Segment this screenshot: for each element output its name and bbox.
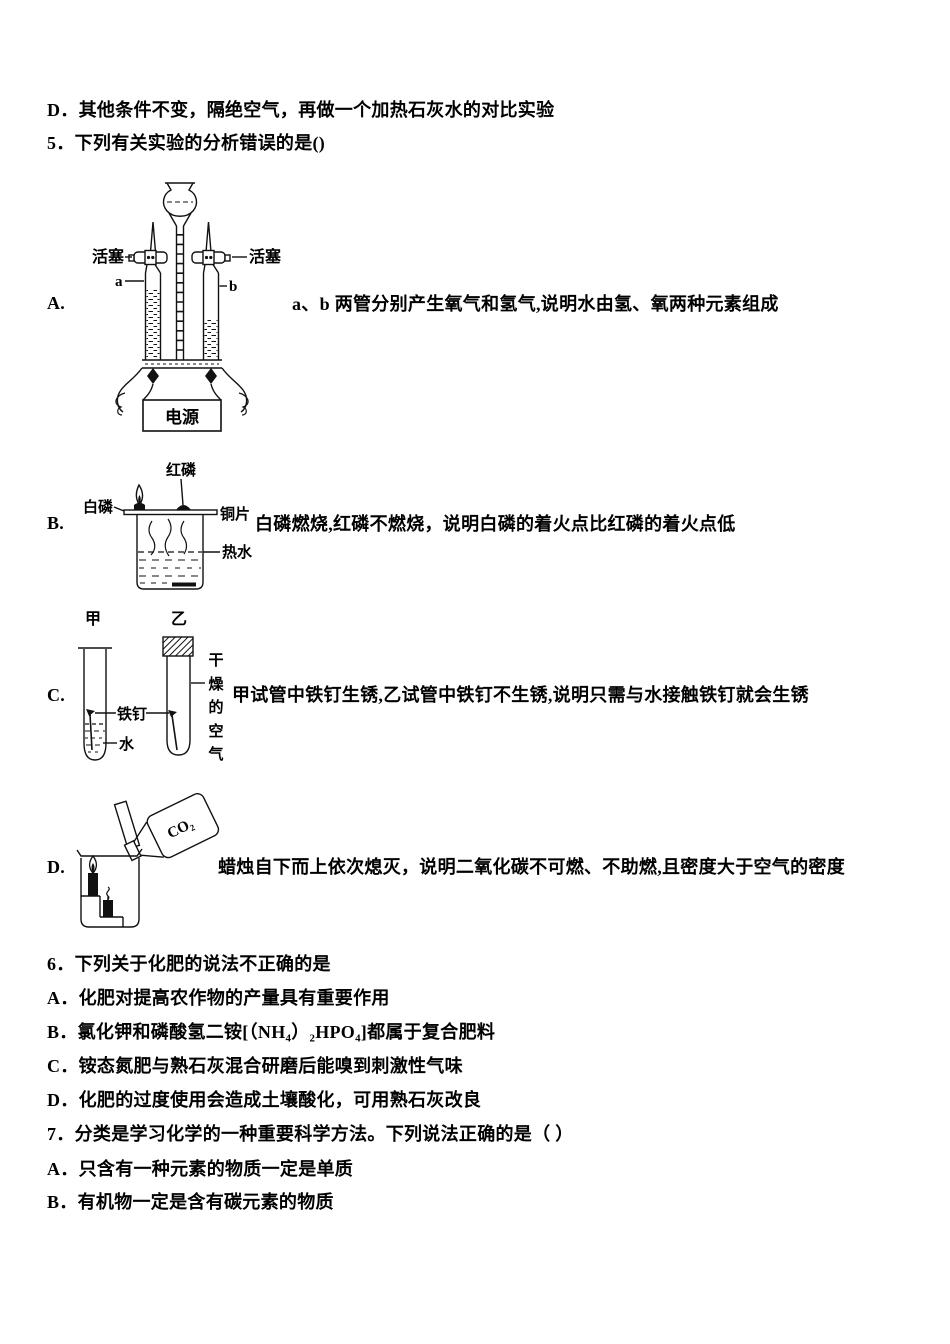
co2-diagram: CO₂: [75, 792, 225, 934]
q5-option-b-text: 白磷燃烧,红磷不燃烧，说明白磷的着火点比红磷的着火点低: [255, 514, 736, 534]
option-label: A．: [47, 1159, 79, 1179]
option-text: 其他条件不变，隔绝空气，再做一个加热石灰水的对比实验: [78, 100, 555, 120]
option-text: 化肥的过度使用会造成土壤酸化，可用熟石灰改良: [78, 1090, 482, 1110]
centre-tube: [175, 226, 185, 360]
nail-jia: [86, 709, 95, 716]
red-phosphorus-leader: [180, 478, 184, 506]
q7-option-a: A．只含有一种元素的物质一定是单质: [47, 1159, 353, 1179]
nail-yi: [168, 710, 177, 717]
candle-steps: [81, 895, 124, 927]
option-text: 化肥对提高农作物的产量具有重要作用: [78, 988, 390, 1008]
base-and-wires: [115, 359, 249, 416]
electrolysis-diagram: 电源 活塞 活塞 a b: [85, 172, 315, 434]
tube-b: [191, 221, 231, 360]
fumes: [148, 518, 188, 557]
q5-option-b-label: B.: [47, 513, 65, 533]
q6-option-c: C．铵态氮肥与熟石灰混合研磨后能嗅到刺激性气味: [47, 1056, 463, 1076]
candle-tall-lit: [88, 854, 98, 896]
option-label: B．: [47, 1022, 78, 1042]
beaker: [76, 848, 143, 928]
white-phosphorus-leader: [113, 506, 125, 512]
question6-stem: 6．下列关于化肥的说法不正确的是: [47, 954, 331, 974]
electrolysis-apparatus-drawing: 电源 活塞 活塞 a b: [92, 182, 282, 432]
option-text: 只含有一种元素的物质一定是单质: [78, 1159, 354, 1179]
candle-short-extinguished: [103, 886, 113, 917]
q5-option-a-label: A.: [47, 293, 66, 313]
water-in-tube: [85, 723, 105, 753]
q5-option-a-text: a、b 两管分别产生氧气和氢气,说明水由氢、氧两种元素组成: [292, 294, 779, 314]
option-label: D．: [47, 1090, 79, 1110]
power-supply-box: [142, 399, 222, 432]
piston-label-left: 活塞: [92, 247, 125, 266]
option-label: A．: [47, 988, 79, 1008]
electrode-right: [205, 368, 217, 384]
piston-label-right: 活塞: [249, 247, 282, 266]
copper-sheet-label: 铜片: [220, 505, 250, 523]
q6-option-b: B．氯化钾和磷酸氢二铵[（NH₄）₂HPO₄]都属于复合肥料: [47, 1022, 495, 1042]
glass-cover: [113, 800, 141, 850]
option-label: C．: [47, 1056, 79, 1076]
electrode-left: [147, 368, 159, 384]
option-label: D．: [47, 100, 79, 120]
rust-drawing: 甲 乙 铁钉 水: [78, 610, 205, 761]
stopper: [162, 636, 194, 657]
white-phosphorus-label: 白磷: [83, 498, 114, 516]
hot-water-label: 热水: [222, 543, 253, 561]
power-supply-label: 电源: [165, 407, 199, 427]
option-text: 铵态氮肥与熟石灰混合研磨后能嗅到刺激性气味: [78, 1056, 463, 1076]
co2-drawing: CO₂: [76, 793, 220, 928]
option-text: 有机物一定是含有碳元素的物质: [77, 1192, 334, 1212]
question7-stem: 7．分类是学习化学的一种重要科学方法。下列说法正确的是（ ）: [47, 1124, 574, 1144]
question5-stem: 5．下列有关实验的分析错误的是(): [47, 133, 326, 153]
q7-option-b: B．有机物一定是含有碳元素的物质: [47, 1192, 334, 1212]
residue: [172, 582, 196, 587]
red-phosphorus-lump: [176, 505, 191, 510]
q5-option-d-text: 蜡烛自下而上依次熄灭，说明二氧化碳不可燃、不助燃,且密度大于空气的密度: [218, 857, 845, 877]
q6-option-a: A．化肥对提高农作物的产量具有重要作用: [47, 988, 390, 1008]
option-text: 氯化钾和磷酸氢二铵[（NH₄）₂HPO₄]都属于复合肥料: [77, 1022, 496, 1042]
q4-option-d: D．其他条件不变，隔绝空气，再做一个加热石灰水的对比实验: [47, 100, 554, 120]
hot-water: [138, 551, 202, 584]
tube-a-label: a: [115, 274, 123, 290]
copper-sheet: [123, 509, 218, 516]
tube-a: [128, 221, 168, 360]
white-phosphorus-flame: [134, 483, 145, 510]
red-phosphorus-label: 红磷: [166, 461, 197, 479]
option-label: B．: [47, 1192, 78, 1212]
beaker: [136, 515, 204, 590]
q5-option-d-label: D.: [47, 857, 66, 877]
dry-air-label: 干燥的空气: [208, 652, 224, 763]
water-label: 水: [119, 735, 135, 753]
rust-diagram: 甲 乙 铁钉 水 干燥的空气: [75, 603, 240, 773]
funnel: [162, 182, 198, 227]
tube-b-label: b: [229, 279, 237, 295]
phosphorus-drawing: 红磷 白磷 铜片 热水: [83, 461, 253, 590]
q5-option-c-text: 甲试管中铁钉生锈,乙试管中铁钉不生锈,说明只需与水接触铁钉就会生锈: [232, 685, 809, 705]
tube-yi-label: 乙: [171, 611, 187, 628]
phosphorus-diagram: 红磷 白磷 铜片 热水: [80, 455, 265, 597]
tube-jia: [83, 649, 107, 761]
iron-nail-label: 铁钉: [117, 705, 147, 723]
tube-yi: [166, 656, 191, 756]
tube-jia-label: 甲: [85, 610, 101, 628]
smoke: [106, 886, 110, 903]
q5-option-c-label: C.: [47, 685, 66, 705]
q6-option-d: D．化肥的过度使用会造成土壤酸化，可用熟石灰改良: [47, 1090, 481, 1110]
